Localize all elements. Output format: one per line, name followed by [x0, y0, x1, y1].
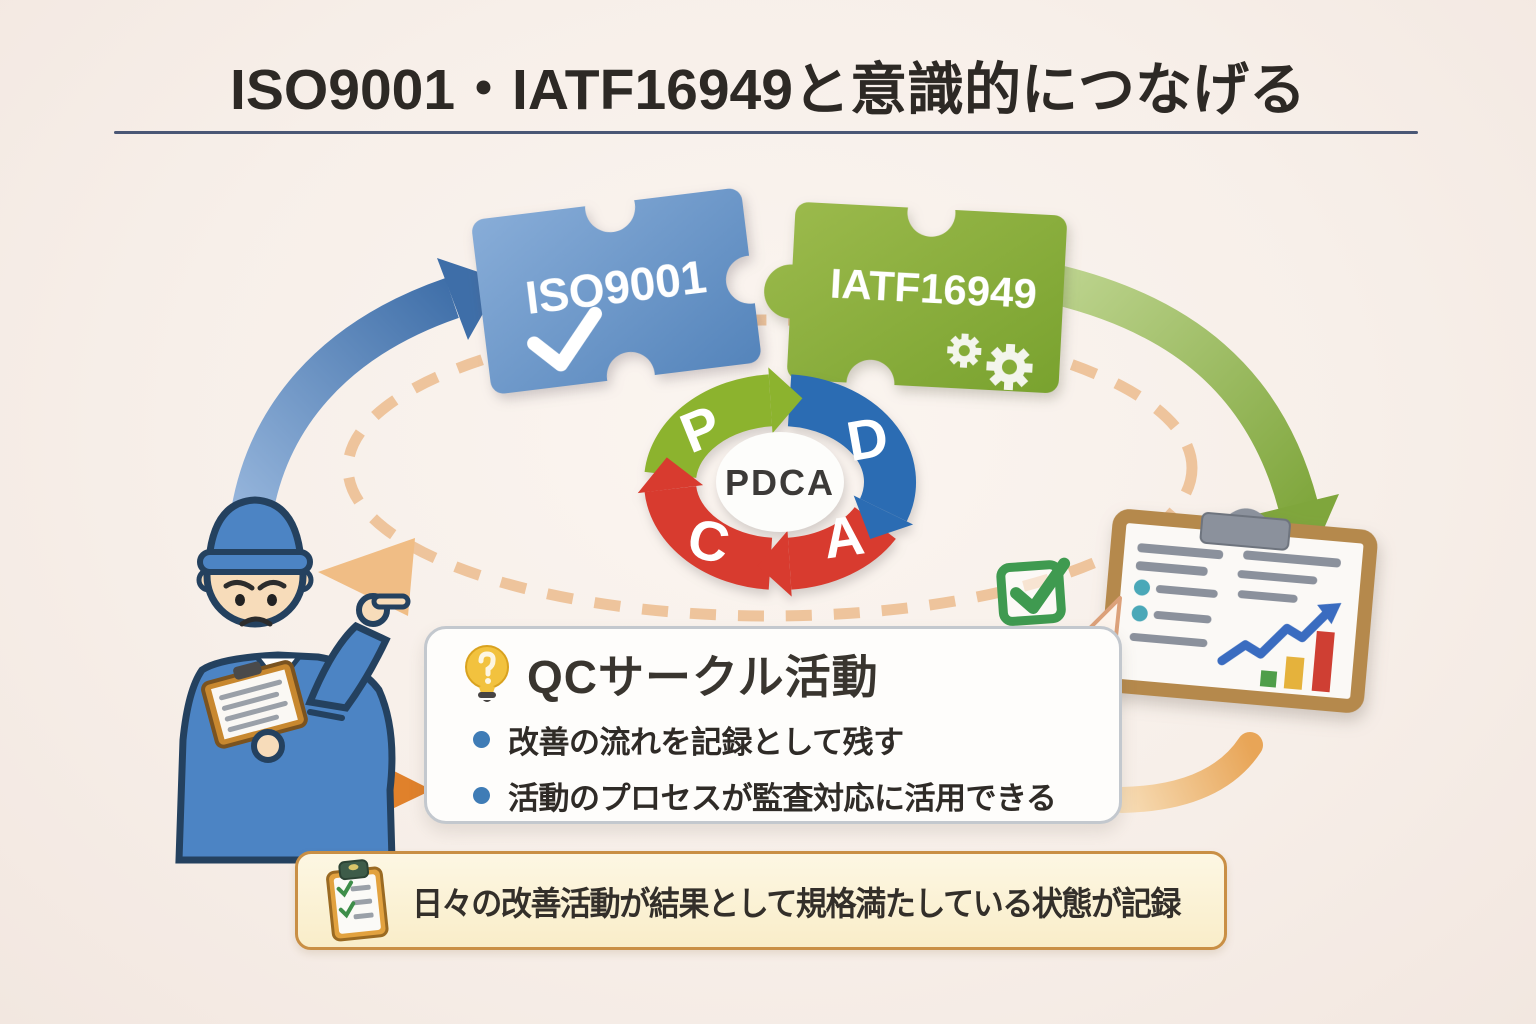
pdca-plan-segment — [644, 374, 773, 480]
pdca-check-segment — [644, 484, 773, 590]
qc-bullet-2: 活動のプロセスが監査対応に活用できる — [473, 773, 1057, 818]
worker-frown — [239, 616, 273, 627]
pdca-center-label: PDCA — [725, 462, 835, 503]
qc-callout-box: QCサークル活動 改善の流れを記録として残す 活動のプロセスが監査対応に活用でき… — [424, 626, 1122, 824]
pdca-cycle: P D C A PDCA — [637, 367, 916, 597]
puzzle-iatf16949-label: IATF16949 — [829, 260, 1038, 318]
checklist-clipboard-icon — [326, 858, 389, 941]
puzzle-iatf16949: IATF16949 — [749, 171, 1081, 419]
summary-banner-text: 日々の改善活動が結果として規格満たしている状態が記録 — [412, 884, 1181, 922]
pdca-do-segment — [787, 374, 916, 522]
qc-callout-title: QCサークル活動 — [527, 651, 879, 703]
clipboard-line-chart — [1217, 602, 1342, 666]
worker-cap — [205, 496, 305, 564]
checkmark-icon — [527, 306, 602, 372]
arrow-worker-to-iso — [231, 258, 502, 516]
worker-clipboard — [201, 660, 308, 749]
clipboard-bar-chart — [1259, 630, 1335, 693]
puzzle-iso9001: ISO9001 — [458, 161, 792, 414]
bullet-dot — [473, 731, 490, 748]
worker-pointing-hand — [356, 593, 411, 627]
page-title: ISO9001・IATF16949と意識的につなげる — [230, 58, 1306, 122]
clipboard-chart-icon — [1099, 508, 1378, 713]
clipboard-clip — [1199, 512, 1291, 551]
qc-bullet-1: 改善の流れを記録として残す — [473, 717, 904, 762]
gears-icon — [947, 333, 1033, 391]
summary-banner: 日々の改善活動が結果として規格満たしている状態が記録 — [295, 851, 1227, 950]
clipboard-text-lines — [1129, 543, 1341, 648]
bullet-dot — [473, 787, 490, 804]
worker-holding-hand — [251, 729, 285, 763]
qc-callout-heading: QCサークル活動 — [461, 641, 879, 707]
lightbulb-icon — [465, 645, 509, 702]
worker-arm-pointing — [305, 621, 391, 712]
swoosh-clipboard-to-callout — [1109, 732, 1263, 813]
checkbox-checked-icon — [996, 557, 1071, 626]
title-divider — [114, 131, 1418, 134]
worker-character — [175, 496, 411, 864]
